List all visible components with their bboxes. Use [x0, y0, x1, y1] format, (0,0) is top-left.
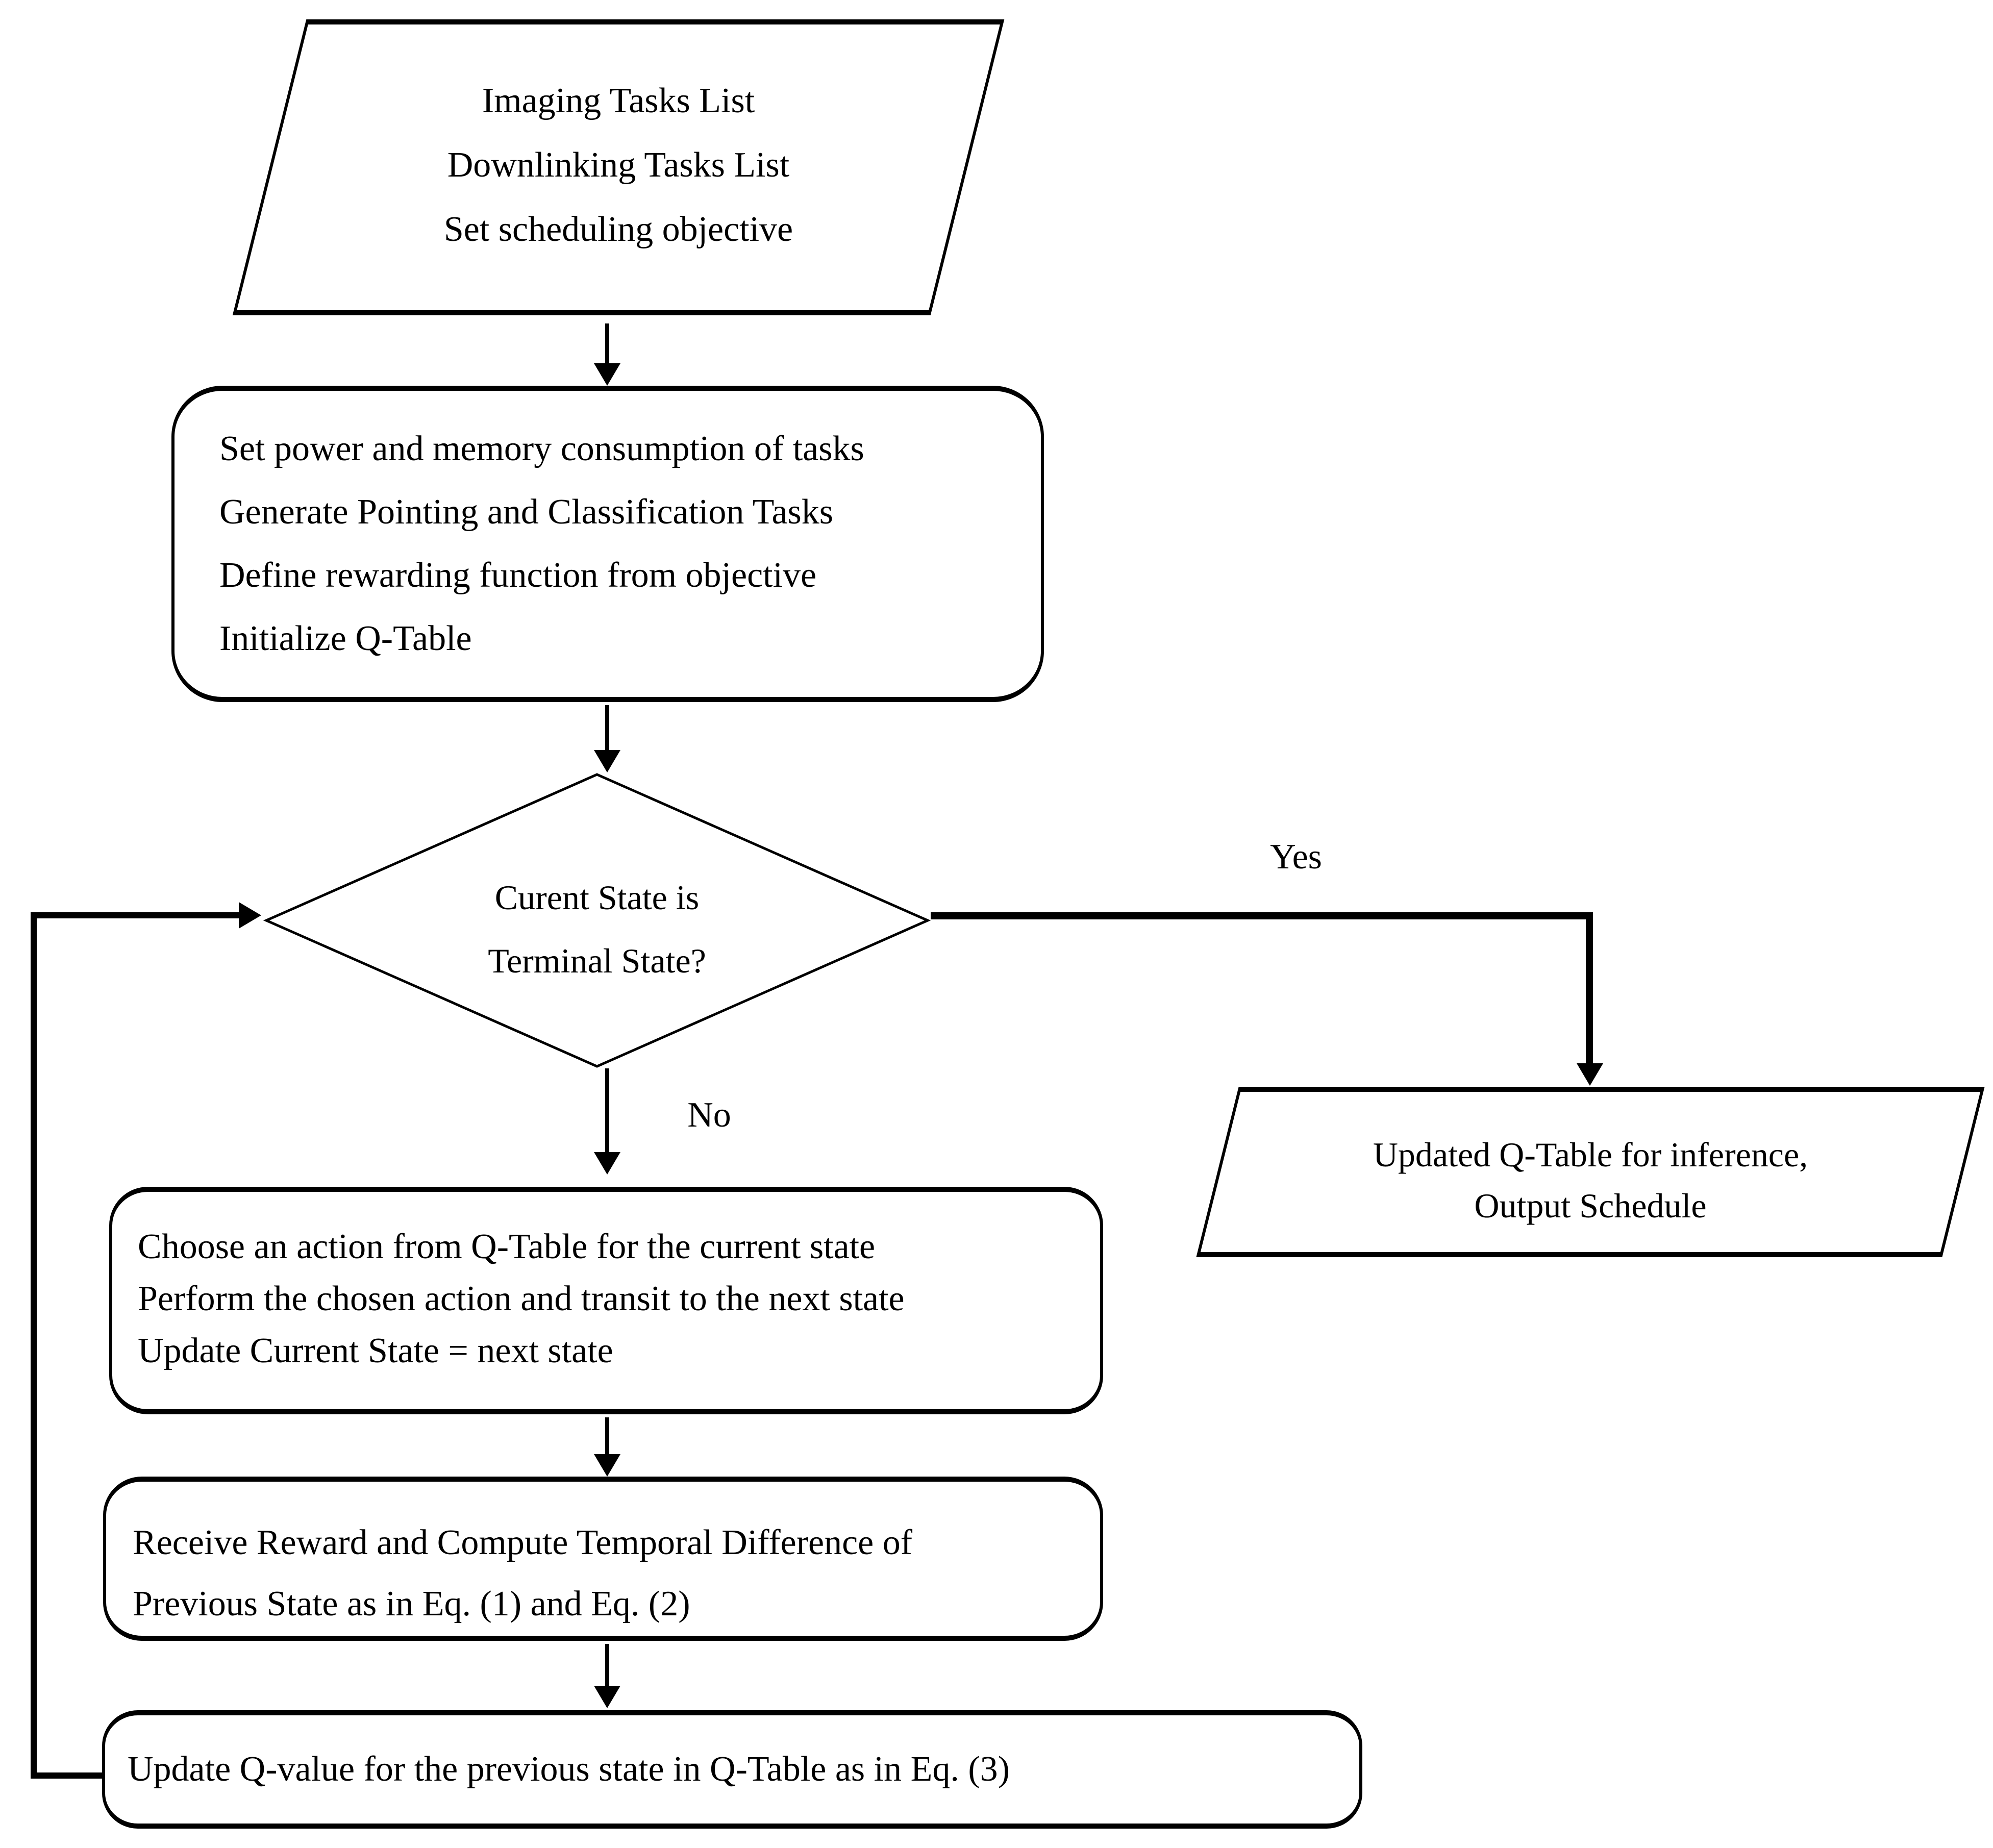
connector-action-to-reward — [605, 1417, 609, 1456]
arrowhead-action-to-reward — [594, 1454, 620, 1477]
arrowhead-input-to-setup — [594, 363, 620, 386]
decision-diamond-shape — [263, 773, 931, 1068]
connector-input-to-setup — [605, 323, 609, 365]
text-line: Perform the chosen action and transit to… — [138, 1279, 905, 1318]
connector-loop-top — [31, 912, 239, 918]
text-line: Choose an action from Q-Table for the cu… — [138, 1227, 876, 1266]
decision-diamond-text: Curent State is Terminal State? — [365, 867, 829, 994]
arrowhead-loop-to-decision — [239, 902, 261, 929]
text-line: Downlinking Tasks List — [447, 145, 790, 185]
text-line: Generate Pointing and Classification Tas… — [219, 492, 834, 532]
setup-process-box — [171, 386, 1044, 702]
setup-process-text: Set power and memory consumption of task… — [219, 417, 1036, 670]
text-line: Previous State as in Eq. (1) and Eq. (2) — [133, 1584, 690, 1624]
reward-process-box — [103, 1477, 1103, 1641]
connector-setup-to-decision — [605, 705, 609, 752]
text-line: Terminal State? — [488, 943, 706, 981]
text-line: Set scheduling objective — [443, 209, 793, 249]
text-line: Initialize Q-Table — [219, 618, 472, 658]
text-line: Imaging Tasks List — [482, 81, 755, 120]
connector-reward-to-update — [605, 1644, 609, 1687]
output-parallelogram-text: Updated Q-Table for inference, Output Sc… — [1217, 1131, 1963, 1233]
text-line: Define rewarding function from objective — [219, 555, 817, 595]
connector-no-branch — [605, 1068, 609, 1154]
text-line: Update Q-value for the previous state in… — [128, 1749, 1010, 1789]
text-line: Output Schedule — [1474, 1188, 1707, 1226]
update-q-process-box — [102, 1710, 1362, 1829]
connector-loop-bottom — [31, 1772, 104, 1779]
connector-yes-vertical — [1586, 912, 1593, 1064]
text-line: Update Current State = next state — [138, 1331, 613, 1370]
action-process-text: Choose an action from Q-Table for the cu… — [138, 1220, 1097, 1377]
text-line: Curent State is — [494, 880, 700, 917]
yes-label: Yes — [1270, 837, 1322, 877]
arrowhead-setup-to-decision — [594, 750, 620, 772]
arrowhead-reward-to-update — [594, 1686, 620, 1708]
connector-loop-vertical — [31, 912, 37, 1779]
text-line: Receive Reward and Compute Temporal Diff… — [133, 1522, 913, 1562]
update-q-process-text: Update Q-value for the previous state in… — [128, 1744, 1352, 1795]
no-label: No — [687, 1095, 731, 1135]
connector-yes-horizontal — [931, 912, 1592, 919]
reward-process-text: Receive Reward and Compute Temporal Diff… — [133, 1512, 1092, 1635]
arrowhead-no-branch — [594, 1152, 620, 1175]
text-line: Set power and memory consumption of task… — [219, 429, 864, 468]
arrowhead-yes-branch — [1577, 1063, 1603, 1086]
input-parallelogram-text: Imaging Tasks List Downlinking Tasks Lis… — [269, 68, 967, 261]
text-line: Updated Q-Table for inference, — [1373, 1137, 1808, 1175]
action-process-box — [109, 1187, 1103, 1414]
